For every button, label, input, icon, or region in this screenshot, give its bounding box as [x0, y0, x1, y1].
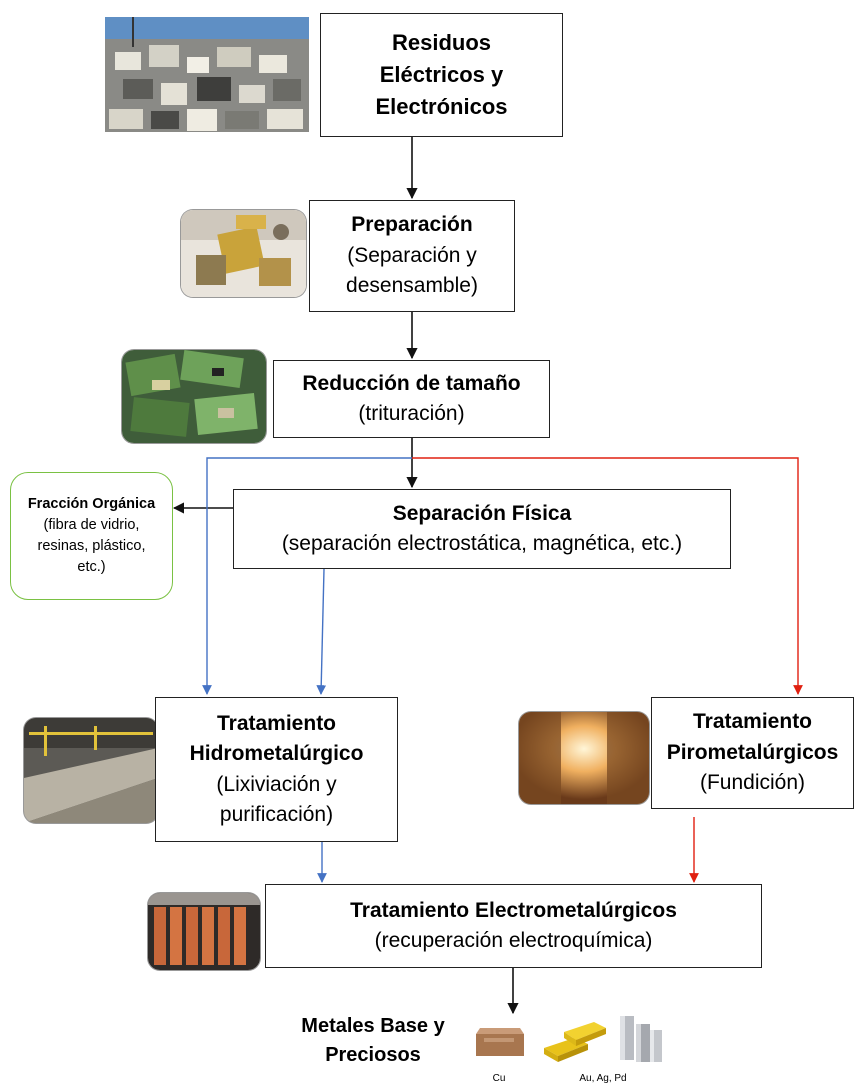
furnace-photo — [519, 712, 649, 804]
hidro-line2: Hidrometalúrgico — [189, 742, 364, 766]
residuos-box: Residuos Eléctricos y Electrónicos — [320, 13, 563, 137]
preparacion-line2: desensamble) — [346, 274, 478, 298]
metales-line2: Preciosos — [325, 1044, 421, 1066]
arrow-reduccion-to-hidro — [202, 457, 412, 695]
copper-bar-icon — [476, 1028, 524, 1056]
circuit-boards-photo — [122, 350, 266, 443]
organica-box: Fracción Orgánica (fibra de vidrio, resi… — [10, 472, 173, 600]
separacion-title: Separación Física — [392, 501, 572, 525]
preparacion-line1: (Separación y — [347, 243, 477, 267]
preparacion-title: Preparación — [351, 213, 473, 237]
piro-box: Tratamiento Pirometalúrgicos (Fundición) — [651, 697, 854, 809]
hidro-box: Tratamiento Hidrometalúrgico (Lixiviació… — [155, 697, 398, 842]
arrow-separacion-to-hidro — [316, 568, 327, 695]
preparacion-box: Preparación (Separación y desensamble) — [309, 200, 515, 312]
organica-title: Fracción Orgánica — [27, 495, 156, 512]
arrow-reduccion-to-piro — [412, 457, 803, 695]
residuos-line3: Electrónicos — [375, 93, 508, 119]
electro-box: Tratamiento Electrometalúrgicos (recuper… — [265, 884, 762, 968]
hydrometallurgy-plant-photo — [24, 718, 158, 823]
piro-line2: Pirometalúrgicos — [666, 740, 839, 764]
e-waste-pile-photo — [105, 17, 309, 132]
gold-bars-icon — [544, 1022, 606, 1062]
separacion-sub: (separación electrostática, magnética, e… — [281, 532, 683, 555]
hidro-line4: purificación) — [219, 802, 334, 826]
metal-caption-precious: Au, Ag, Pd — [579, 1073, 627, 1084]
residuos-line2: Eléctricos y — [379, 62, 504, 88]
disassembly-photo — [181, 210, 306, 297]
electro-title: Tratamiento Electrometalúrgicos — [350, 898, 677, 922]
hidro-line3: (Lixiviación y — [216, 772, 337, 796]
silver-bars-icon — [620, 1016, 662, 1062]
piro-line3: (Fundición) — [699, 771, 806, 795]
reduccion-title: Reducción de tamaño — [302, 371, 521, 395]
organica-line2: resinas, plástico, — [37, 538, 146, 554]
piro-line1: Tratamiento — [692, 710, 813, 734]
electro-sub: (recuperación electroquímica) — [374, 929, 653, 952]
reduccion-box: Reducción de tamaño (trituración) — [273, 360, 550, 438]
metales-label: Metales Base y Preciosos — [285, 1012, 461, 1070]
separacion-box: Separación Física (separación electrostá… — [233, 489, 731, 569]
metal-caption-cu: Cu — [492, 1073, 506, 1084]
organica-line1: (fibra de vidrio, — [43, 516, 140, 533]
hidro-line1: Tratamiento — [216, 711, 337, 735]
organica-line3: etc.) — [77, 559, 106, 576]
residuos-line1: Residuos — [391, 30, 492, 56]
reduccion-sub: (trituración) — [358, 402, 465, 425]
metales-line1: Metales Base y — [301, 1015, 445, 1037]
electrolysis-cells-photo — [148, 893, 260, 970]
